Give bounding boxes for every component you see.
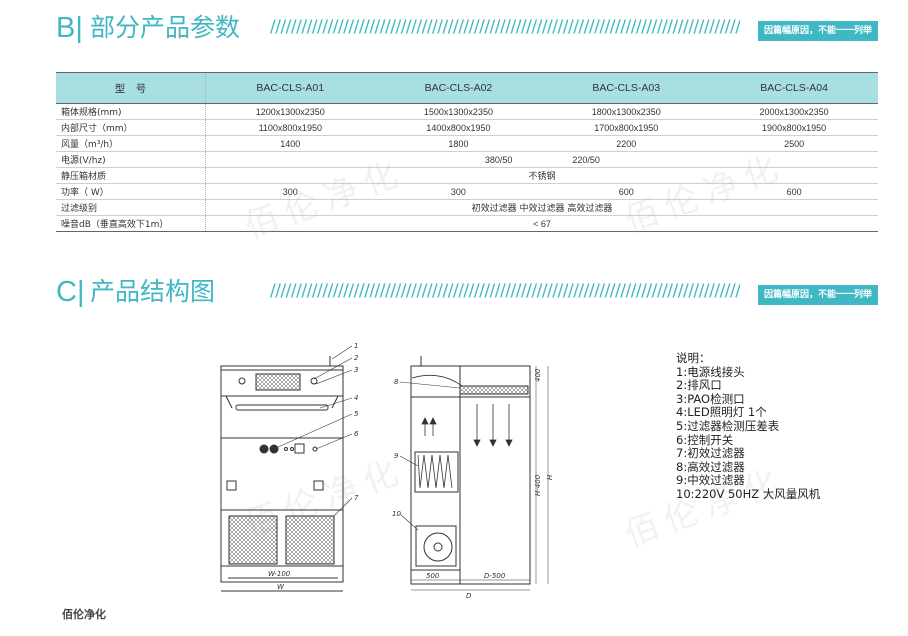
callout-5: 5 [354, 410, 359, 418]
table-row: 噪音dB（垂直高效下1m） < 67 [56, 215, 878, 232]
callout-1: 1 [354, 342, 358, 350]
legend-item: 5:过滤器检测压差表 [676, 418, 780, 433]
dim-top: 400 [534, 368, 542, 382]
cell: 2000x1300x2350 [710, 103, 878, 120]
table-row: 内部尺寸（mm） 1100x800x1950 1400x800x1950 170… [56, 119, 878, 136]
dim-depth: D [466, 592, 472, 600]
cell: 1900x800x1950 [710, 119, 878, 136]
front-callout-numbers: 1 2 3 4 5 6 7 [354, 342, 359, 502]
cell: 1200x1300x2350 [205, 103, 375, 120]
legend-item: 1:电源线接头 [676, 364, 745, 379]
cell: 1800x1300x2350 [542, 103, 711, 120]
cell: 1100x800x1950 [205, 119, 375, 136]
cell: < 67 [205, 215, 878, 232]
callout-2: 2 [354, 354, 359, 362]
front-view [220, 356, 344, 592]
row-label: 噪音dB（垂直高效下1m） [56, 215, 206, 232]
side-dimensions [411, 366, 549, 591]
table-row: 电源(V/hz) 380/50 220/50 [56, 151, 878, 168]
cell: 600 [710, 183, 878, 200]
dim-right: D-500 [484, 572, 506, 580]
table-row: 功率（ W） 300 300 600 600 [56, 183, 878, 200]
section-c-title: 产品结构图 [90, 277, 216, 306]
cell: 2200 [542, 135, 711, 152]
legend-item: 10:220V 50HZ 大风量风机 [676, 486, 821, 501]
dim-total: H [546, 474, 554, 480]
footer-brand: 佰伦净化 [62, 608, 106, 621]
legend-item: 4:LED照明灯 1个 [676, 405, 767, 420]
cell: 1400x800x1950 [374, 119, 543, 136]
section-b-badge: 因篇幅原因，不能一一列举 [757, 21, 878, 41]
legend-item: 8:高效过滤器 [676, 459, 745, 474]
side-callout-lines [399, 381, 461, 531]
callout-6: 6 [354, 430, 359, 438]
table-row: 箱体规格(mm) 1200x1300x2350 1500x1300x2350 1… [56, 103, 878, 120]
cell: 300 [374, 183, 543, 200]
section-b-letter: B| [56, 12, 83, 44]
cell: 380/50 [205, 151, 543, 168]
section-c-divider: ////////////////////////////////////////… [270, 281, 740, 301]
row-label: 箱体规格(mm) [56, 103, 206, 120]
spec-table-header: 型 号 BAC-CLS-A01 BAC-CLS-A02 BAC-CLS-A03 … [56, 72, 878, 104]
dim-outer: W [277, 583, 285, 591]
structure-legend: 说明： 1:电源线接头 2:排风口 3:PAO检测口 4:LED照明灯 1个 5… [676, 351, 821, 502]
airflow-arrows [421, 404, 513, 447]
section-c-header: C| 产品结构图 ///////////////////////////////… [56, 272, 878, 312]
section-b-title: 部分产品参数 [90, 13, 241, 42]
cell: 600 [542, 183, 711, 200]
section-b-divider: ////////////////////////////////////////… [270, 17, 740, 37]
section-c-letter: C| [56, 276, 85, 308]
model-a01: BAC-CLS-A01 [205, 72, 375, 104]
legend-item: 3:PAO检测口 [676, 391, 745, 406]
callout-9: 9 [394, 452, 399, 460]
dim-left: 500 [426, 572, 440, 580]
cell: 2500 [710, 135, 878, 152]
row-label: 电源(V/hz) [56, 151, 206, 168]
cell: 1800 [374, 135, 543, 152]
table-row: 静压箱材质 不锈钢 [56, 167, 878, 184]
side-dim-labels: 400 H-400 H 500 D-500 D [426, 368, 554, 600]
legend-item: 7:初效过滤器 [676, 446, 745, 461]
dim-height: H-400 [534, 474, 542, 496]
cell: 初效过滤器 中效过滤器 高效过滤器 [205, 199, 878, 216]
front-dimensions: W-100 W [268, 570, 291, 591]
cell: 不锈钢 [205, 167, 878, 184]
header-label: 型 号 [56, 72, 206, 104]
callout-8: 8 [394, 378, 399, 386]
side-view [410, 356, 531, 585]
row-label: 静压箱材质 [56, 167, 206, 184]
model-a04: BAC-CLS-A04 [710, 72, 878, 104]
callout-7: 7 [354, 494, 359, 502]
callout-10: 10 [392, 510, 401, 518]
row-label: 功率（ W） [56, 183, 206, 200]
table-row: 风量（m³/h） 1400 1800 2200 2500 [56, 135, 878, 152]
legend-item: 2:排风口 [676, 378, 722, 393]
spec-table: 型 号 BAC-CLS-A01 BAC-CLS-A02 BAC-CLS-A03 … [56, 72, 878, 232]
section-b-header: B| 部分产品参数 //////////////////////////////… [56, 8, 878, 48]
table-row: 过滤级别 初效过滤器 中效过滤器 高效过滤器 [56, 199, 878, 216]
model-a02: BAC-CLS-A02 [374, 72, 543, 104]
cell: 220/50 [542, 151, 878, 168]
legend-item: 9:中效过滤器 [676, 473, 745, 488]
legend-title: 说明： [676, 351, 711, 365]
legend-item: 6:控制开关 [676, 432, 734, 447]
side-callout-numbers: 8 9 10 [392, 378, 401, 518]
dim-inner: W-100 [268, 570, 291, 578]
callout-4: 4 [354, 394, 358, 402]
cell: 300 [205, 183, 375, 200]
model-a03: BAC-CLS-A03 [542, 72, 711, 104]
row-label: 风量（m³/h） [56, 135, 206, 152]
row-label: 内部尺寸（mm） [56, 119, 206, 136]
cell: 1700x800x1950 [542, 119, 711, 136]
section-c-badge: 因篇幅原因，不能一一列举 [757, 285, 878, 305]
cell: 1400 [205, 135, 375, 152]
callout-3: 3 [354, 366, 358, 374]
row-label: 过滤级别 [56, 199, 206, 216]
front-callout-lines [275, 345, 353, 517]
cell: 1500x1300x2350 [374, 103, 543, 120]
